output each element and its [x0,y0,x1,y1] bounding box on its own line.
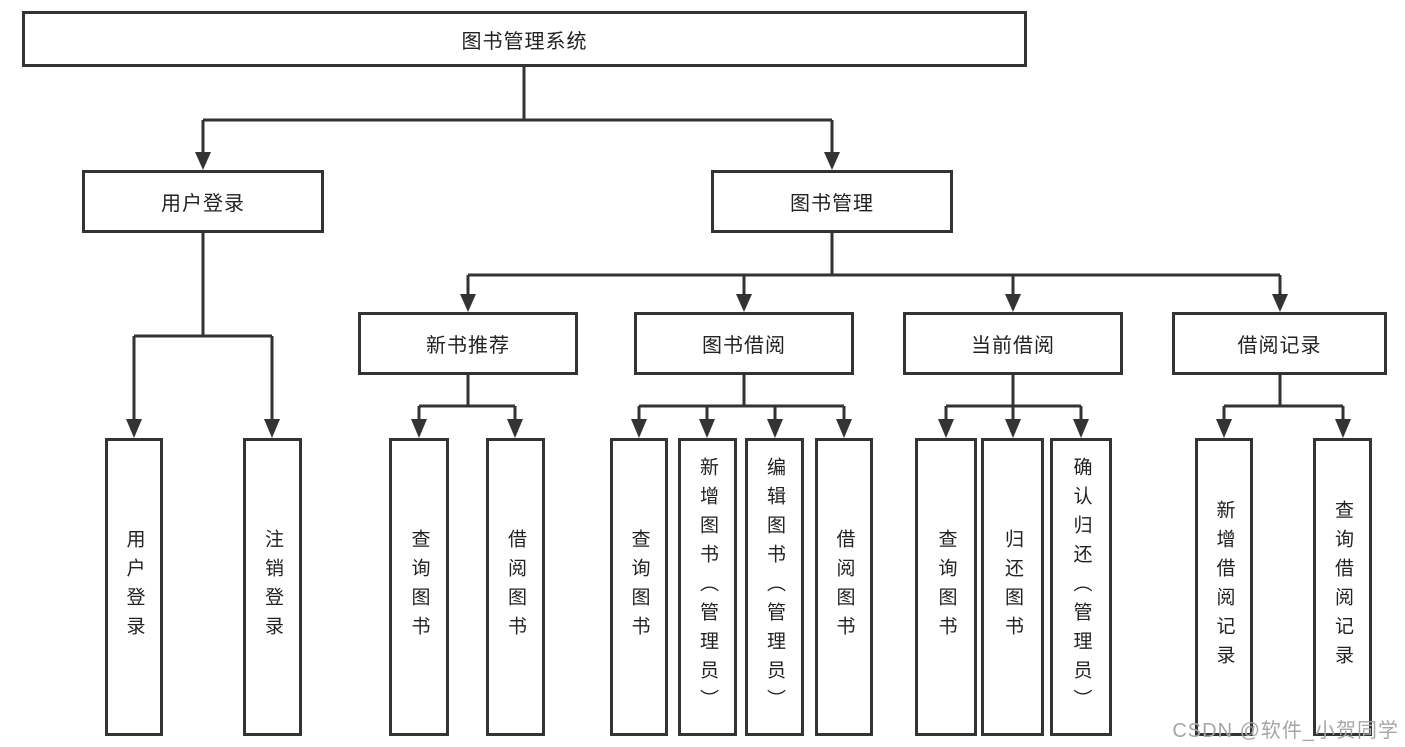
node-label: 借阅记录 [1237,335,1322,357]
node-current-borrow: 当前借阅 [903,312,1123,375]
node-borrow-record: 借阅记录 [1172,312,1387,375]
connector-root-to-level2 [195,67,840,170]
connector-user-login-to-leaves [126,233,280,438]
node-label: 编辑图书（管理员） [764,456,785,718]
node-label: 查询图书 [628,529,650,645]
node-label: 图书管理系统 [461,30,588,53]
leaf-return-book: 归还图书 [981,438,1044,736]
leaf-borrow-book-recommend: 借阅图书 [486,438,545,736]
leaf-query-book-recommend: 查询图书 [389,438,449,736]
node-label: 新书推荐 [426,335,510,357]
node-label: 用户登录 [161,193,245,215]
leaf-query-book-current: 查询图书 [915,438,977,736]
node-label: 用户登录 [123,529,145,645]
node-user-login: 用户登录 [82,170,324,233]
leaf-edit-book-admin: 编辑图书（管理员） [745,438,804,736]
node-label: 图书借阅 [702,335,786,357]
connector-new-book-recommend-to-leaves [411,375,523,438]
connector-book-management-to-level3 [460,233,1288,312]
leaf-logout-login: 注销登录 [243,438,302,736]
node-label: 图书管理 [790,193,874,215]
node-label: 新增图书（管理员） [697,456,718,718]
node-label: 确认归还（管理员） [1070,456,1092,718]
leaf-confirm-return-admin: 确认归还（管理员） [1050,438,1112,736]
node-label: 查询借阅记录 [1332,500,1353,674]
leaf-add-borrow-record: 新增借阅记录 [1195,438,1253,736]
node-library-management-system: 图书管理系统 [22,11,1027,67]
node-label: 查询图书 [935,529,957,645]
node-label: 当前借阅 [971,335,1055,357]
leaf-borrow-book: 借阅图书 [815,438,873,736]
node-label: 归还图书 [1002,529,1023,645]
connector-borrow-record-to-leaves [1216,375,1351,438]
connector-current-borrow-to-leaves [938,375,1089,438]
node-label: 新增借阅记录 [1213,500,1235,674]
csdn-watermark: CSDN @软件_小贺同学 [1172,720,1399,742]
node-label: 注销登录 [262,529,283,645]
node-book-borrow: 图书借阅 [634,312,854,375]
leaf-user-login: 用户登录 [105,438,163,736]
leaf-add-book-admin: 新增图书（管理员） [678,438,737,736]
node-label: 查询图书 [408,529,430,645]
leaf-query-book-borrow: 查询图书 [610,438,668,736]
node-new-book-recommend: 新书推荐 [358,312,578,375]
node-label: 借阅图书 [833,529,855,645]
node-label: 借阅图书 [505,529,526,645]
connector-book-borrow-to-leaves [631,375,852,438]
node-book-management: 图书管理 [711,170,953,233]
leaf-query-borrow-record: 查询借阅记录 [1313,438,1372,736]
